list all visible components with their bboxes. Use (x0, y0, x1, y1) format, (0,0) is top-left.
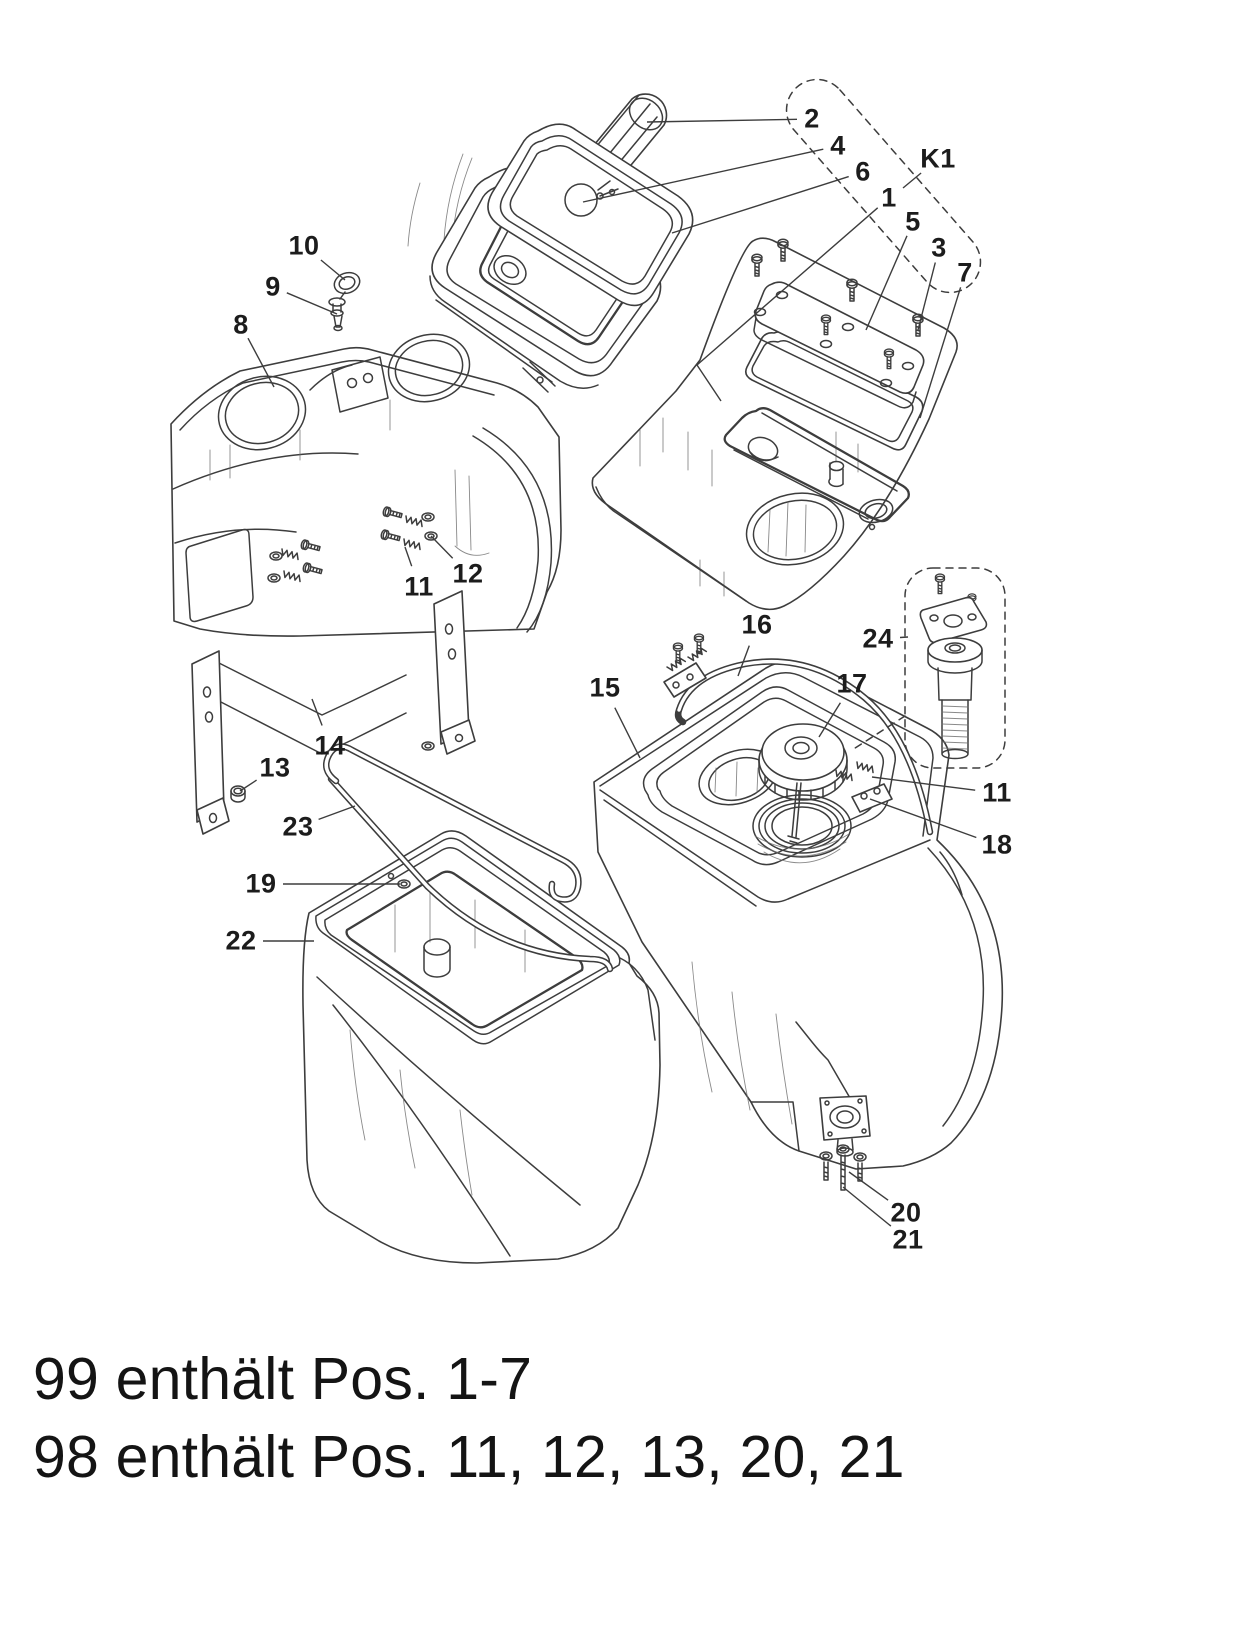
leader-11-2 (871, 776, 976, 791)
leader-16 (737, 645, 750, 677)
leader-15 (614, 707, 641, 759)
leader-8 (247, 337, 275, 388)
callout-19: 19 (245, 868, 277, 899)
callout-7: 7 (957, 257, 973, 288)
callout-9: 9 (265, 271, 281, 302)
leader-9 (286, 292, 338, 315)
recovery-tank (302, 830, 661, 1264)
leader-6 (671, 175, 849, 234)
callout-11: 11 (404, 571, 434, 602)
leader-23 (318, 805, 356, 821)
callout-13: 13 (259, 752, 291, 783)
leader-20 (848, 1171, 889, 1201)
callout-14: 14 (314, 730, 346, 761)
callout-5: 5 (905, 206, 921, 237)
callout-22: 22 (225, 925, 257, 956)
leader-3 (917, 262, 936, 331)
k1-kit-outline (785, 78, 982, 294)
callout-3: 3 (931, 232, 947, 263)
leader-10 (320, 259, 346, 281)
lid-assembly (407, 93, 694, 393)
callout-24: 24 (862, 623, 894, 654)
leader-lines (239, 118, 977, 1227)
leader-21 (842, 1186, 892, 1227)
callout-4: 4 (830, 130, 846, 161)
plug-and-cap (328, 271, 361, 332)
leader-18 (869, 798, 977, 839)
callout-2: 2 (804, 103, 820, 134)
callout-18: 18 (981, 829, 1013, 860)
callout-11-2: 11 (982, 777, 1012, 808)
callout-17: 17 (836, 668, 868, 699)
callout-20: 20 (890, 1197, 922, 1228)
nut-13 (230, 785, 246, 803)
solution-tank (593, 633, 1004, 1191)
leader-1 (696, 207, 879, 402)
leader-12 (430, 535, 454, 559)
callout-12: 12 (452, 558, 484, 589)
callout-k1: K1 (920, 143, 956, 174)
callout-6: 6 (855, 156, 871, 187)
detail-box-24 (851, 567, 1006, 769)
kit-notes: 99 enthält Pos. 1-7 98 enthält Pos. 11, … (33, 1340, 905, 1497)
leader-14 (311, 698, 323, 726)
callout-23: 23 (282, 811, 314, 842)
handle-tube (322, 743, 614, 973)
callout-21: 21 (892, 1224, 924, 1255)
front-cover (170, 333, 562, 637)
callout-8: 8 (233, 309, 249, 340)
callout-15: 15 (589, 672, 621, 703)
callout-10: 10 (288, 230, 320, 261)
leader-5 (865, 235, 908, 331)
callout-1: 1 (881, 182, 897, 213)
leader-7 (919, 287, 962, 419)
leader-13 (239, 779, 257, 792)
leader-24 (899, 636, 909, 639)
leader-k1 (902, 172, 922, 189)
callout-16: 16 (741, 609, 773, 640)
leader-11 (404, 546, 413, 567)
leader-17 (818, 702, 841, 738)
support-bracket (191, 590, 476, 835)
kit-note-98: 98 enthält Pos. 11, 12, 13, 20, 21 (33, 1424, 905, 1491)
kit-note-99: 99 enthält Pos. 1-7 (33, 1346, 533, 1412)
leader-2 (646, 118, 798, 123)
leader-4 (582, 148, 824, 203)
